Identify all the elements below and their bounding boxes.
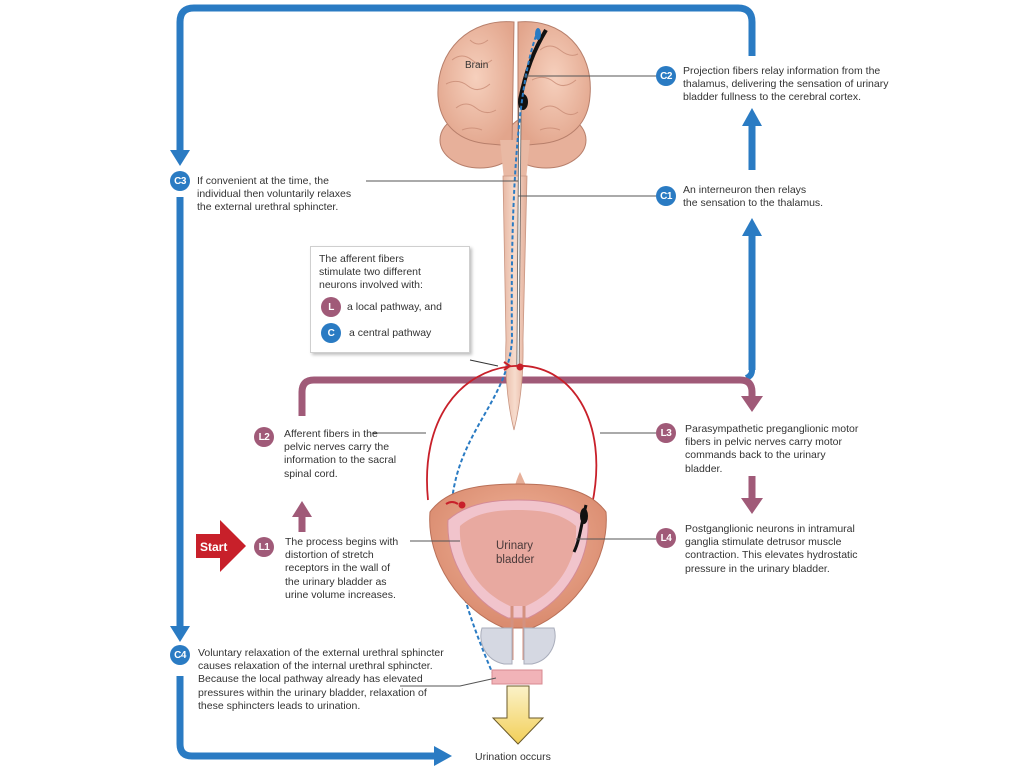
- step-text-l2: Afferent fibers in the pelvic nerves car…: [284, 428, 397, 480]
- local-arrow-l2-to-l3: [298, 376, 756, 416]
- leader-lines: [366, 75, 656, 687]
- arrowhead: [170, 150, 190, 166]
- start-label: Start: [200, 540, 228, 554]
- spinal-cord: [502, 175, 528, 431]
- step-text-c3: If convenient at the time, the individua…: [197, 175, 352, 214]
- legend-intro: The afferent fibers stimulate two differ…: [319, 253, 423, 292]
- step-text-l4: Postganglionic neurons in intramural gan…: [685, 523, 858, 575]
- legend-badge-local: L: [321, 297, 341, 317]
- step-text-c4: Voluntary relaxation of the external ure…: [198, 647, 444, 712]
- step-badge-c1: C1: [656, 186, 676, 206]
- bladder-label-line2: bladder: [496, 554, 535, 566]
- step-text-c2: Projection fibers relay information from…: [683, 65, 889, 104]
- start-arrow: [196, 520, 246, 572]
- step-badge-l2: L2: [254, 427, 274, 447]
- arrowhead: [742, 108, 762, 126]
- step-badge-l3: L3: [656, 423, 676, 443]
- step-badge-l1: L1: [254, 537, 274, 557]
- arrowhead: [170, 626, 190, 642]
- central-arrow-c4-to-outcome: [176, 676, 436, 760]
- arrowhead: [742, 218, 762, 236]
- arrowhead: [741, 498, 763, 514]
- arrowhead: [434, 746, 452, 766]
- step-text-l3: Parasympathetic preganglionic motor fibe…: [685, 423, 859, 475]
- legend-badge-central: C: [321, 323, 341, 343]
- legend-text-central: a central pathway: [349, 327, 432, 339]
- central-arrowheads: [170, 108, 762, 766]
- step-badge-l4: L4: [656, 528, 676, 548]
- step-badge-c3: C3: [170, 171, 190, 191]
- local-pathway-arrows: [298, 376, 756, 532]
- legend-box: The afferent fibers stimulate two differ…: [310, 246, 470, 353]
- arrowhead: [292, 501, 312, 517]
- urination-arrow: [491, 685, 545, 745]
- brain-label: Brain: [465, 60, 489, 71]
- step-text-c1: An interneuron then relays the sensation…: [683, 184, 824, 210]
- outcome-label: Urination occurs: [475, 751, 551, 763]
- bladder-illustration: [429, 472, 607, 685]
- legend-text-local: a local pathway, and: [347, 301, 442, 313]
- step-badge-c2: C2: [656, 66, 676, 86]
- local-arrowheads: [292, 396, 763, 517]
- step-text-l1: The process begins with distortion of st…: [285, 536, 399, 601]
- bladder-label-line1: Urinary: [496, 540, 534, 552]
- brain-illustration: [437, 21, 591, 180]
- arrowhead: [741, 396, 763, 412]
- central-loop-top: [176, 4, 756, 152]
- step-badge-c4: C4: [170, 645, 190, 665]
- central-pathway-arrows: [176, 4, 756, 760]
